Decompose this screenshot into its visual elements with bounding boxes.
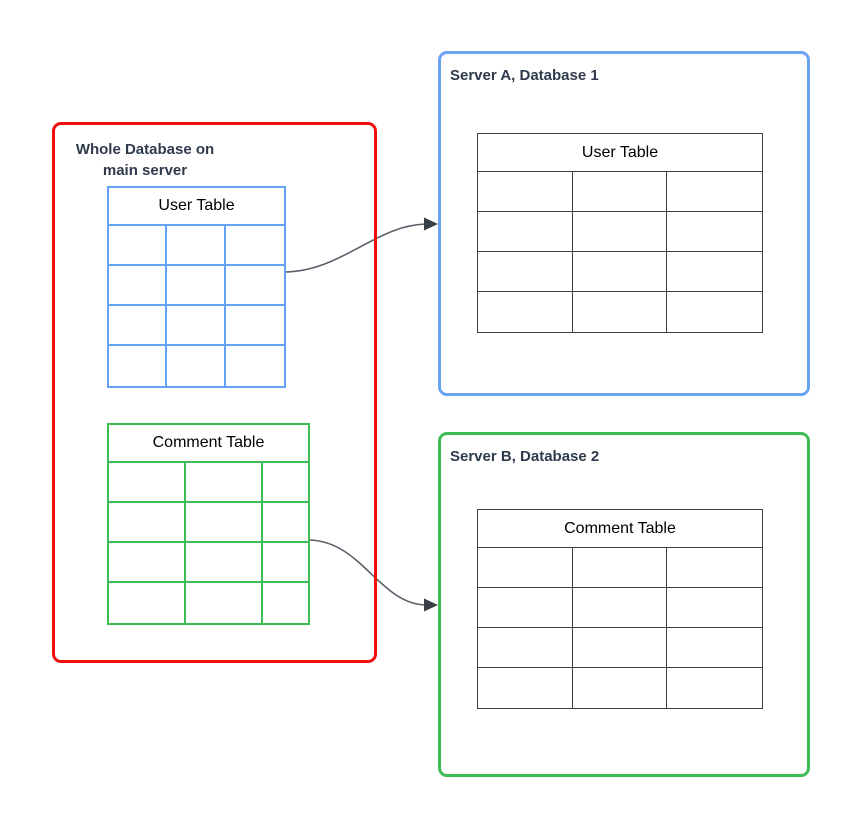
server-a-user-table: User Table xyxy=(477,133,763,333)
table-cell xyxy=(109,226,168,266)
table-cell xyxy=(478,588,573,628)
table-cell xyxy=(667,668,762,708)
table-cell xyxy=(262,463,308,503)
main-user-table-grid xyxy=(109,226,284,386)
table-cell xyxy=(186,503,263,543)
arrowhead-icon xyxy=(424,217,438,231)
table-cell xyxy=(478,628,573,668)
table-cell xyxy=(167,306,226,346)
table-cell xyxy=(109,346,168,386)
main-server-box: Whole Database on main server xyxy=(52,122,377,663)
table-cell xyxy=(478,252,573,292)
table-cell xyxy=(572,628,668,668)
table-cell xyxy=(572,172,668,212)
table-cell xyxy=(167,346,226,386)
arrowhead-icon xyxy=(424,598,438,612)
table-cell xyxy=(572,588,668,628)
table-cell xyxy=(109,306,168,346)
table-cell xyxy=(109,583,187,623)
table-cell xyxy=(572,292,668,332)
server-b-comment-table-grid xyxy=(478,548,762,708)
table-cell xyxy=(262,503,308,543)
table-cell xyxy=(667,628,762,668)
table-cell xyxy=(167,266,226,306)
table-cell xyxy=(262,543,308,583)
server-a-title: Server A, Database 1 xyxy=(450,67,599,84)
table-cell xyxy=(667,212,762,252)
server-b-comment-table: Comment Table xyxy=(477,509,763,709)
table-cell xyxy=(478,172,573,212)
main-server-title: Whole Database on main server xyxy=(75,141,215,179)
table-cell xyxy=(572,548,668,588)
table-cell xyxy=(225,306,284,346)
table-cell xyxy=(225,346,284,386)
table-cell xyxy=(667,548,762,588)
table-cell xyxy=(186,543,263,583)
table-cell xyxy=(572,668,668,708)
table-cell xyxy=(109,543,187,583)
table-cell xyxy=(667,588,762,628)
table-cell xyxy=(109,266,168,306)
table-cell xyxy=(478,292,573,332)
table-cell xyxy=(167,226,226,266)
table-cell xyxy=(667,172,762,212)
table-cell xyxy=(478,548,573,588)
table-cell xyxy=(186,463,263,503)
table-cell xyxy=(262,583,308,623)
table-cell xyxy=(572,252,668,292)
table-cell xyxy=(109,503,187,543)
server-a-user-table-grid xyxy=(478,172,762,332)
main-user-table-caption: User Table xyxy=(109,188,284,226)
server-b-comment-table-caption: Comment Table xyxy=(478,510,762,548)
table-cell xyxy=(667,252,762,292)
server-a-user-table-caption: User Table xyxy=(478,134,762,172)
table-cell xyxy=(667,292,762,332)
table-cell xyxy=(478,212,573,252)
table-cell xyxy=(186,583,263,623)
table-cell xyxy=(225,226,284,266)
server-b-title: Server B, Database 2 xyxy=(450,448,600,465)
server-b-box: Server B, Database 2 xyxy=(438,432,810,777)
table-cell xyxy=(225,266,284,306)
table-cell xyxy=(478,668,573,708)
main-user-table: User Table xyxy=(107,186,286,388)
table-cell xyxy=(572,212,668,252)
server-a-box: Server A, Database 1 xyxy=(438,51,810,396)
table-cell xyxy=(109,463,187,503)
main-comment-table-grid xyxy=(109,463,308,623)
main-comment-table-caption: Comment Table xyxy=(109,425,308,463)
main-comment-table: Comment Table xyxy=(107,423,310,625)
